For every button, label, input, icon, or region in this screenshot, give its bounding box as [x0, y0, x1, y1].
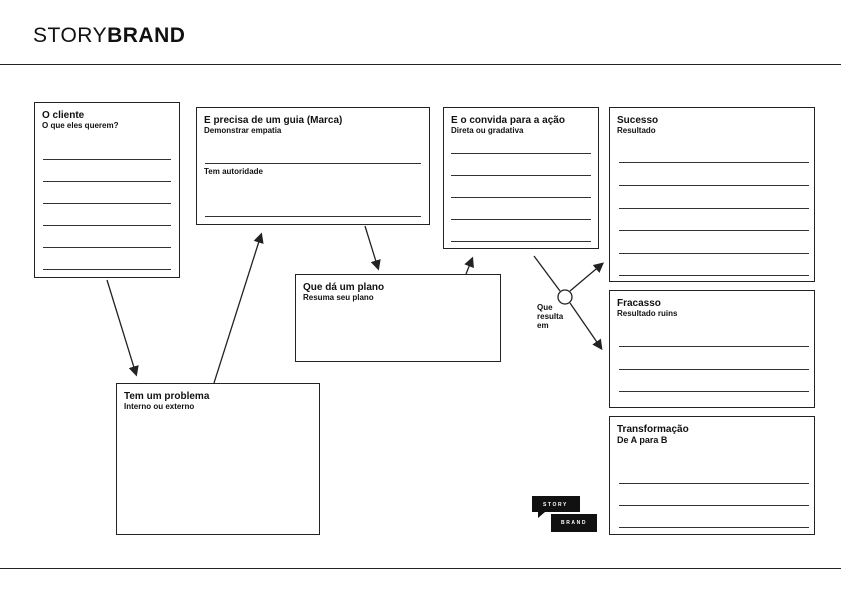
box-fracasso-title: Fracasso — [617, 298, 661, 309]
write-line — [451, 197, 591, 198]
logo-brand-text: BRAND — [107, 24, 186, 47]
box-guia-subtitle: Demonstrar empatia — [204, 126, 282, 135]
box-plano: Que dá um plano Resuma seu plano — [295, 274, 501, 362]
write-line — [619, 483, 809, 484]
write-line — [43, 247, 171, 248]
connector-node — [557, 289, 573, 305]
write-line — [619, 527, 809, 528]
write-line — [451, 175, 591, 176]
arrow-node-to-sucesso — [569, 262, 604, 292]
write-line — [451, 219, 591, 220]
box-transformacao: Transformação De A para B — [609, 416, 815, 535]
write-line — [619, 230, 809, 231]
box-sucesso: Sucesso Resultado — [609, 107, 815, 282]
arrow-acao-to-node — [533, 255, 561, 292]
box-problema-title: Tem um problema — [124, 391, 210, 402]
box-guia: E precisa de um guia (Marca) Demonstrar … — [196, 107, 430, 225]
write-line — [619, 162, 809, 163]
connector-line1: Que — [537, 303, 553, 312]
arrow-node-to-fracasso — [569, 302, 603, 351]
box-cliente-subtitle: O que eles querem? — [42, 121, 119, 130]
badge-story-text: STORY — [543, 502, 568, 508]
write-line — [205, 163, 421, 164]
box-acao-subtitle: Direta ou gradativa — [451, 126, 524, 135]
write-line — [619, 391, 809, 392]
logo-story-text: STORY — [33, 24, 108, 47]
write-line — [43, 225, 171, 226]
box-transformacao-subtitle: De A para B — [617, 435, 668, 445]
footer-rule — [0, 568, 841, 569]
write-line — [619, 253, 809, 254]
connector-line3: em — [537, 321, 549, 330]
arrow-cliente-to-problema — [106, 279, 139, 377]
box-problema: Tem um problema Interno ou externo — [116, 383, 320, 535]
write-line — [619, 346, 809, 347]
write-line — [619, 275, 809, 276]
write-line — [43, 181, 171, 182]
box-sucesso-subtitle: Resultado — [617, 126, 656, 135]
write-line — [205, 216, 421, 217]
write-line — [43, 159, 171, 160]
box-acao: E o convida para a ação Direta ou gradat… — [443, 107, 599, 249]
write-line — [451, 241, 591, 242]
box-plano-title: Que dá um plano — [303, 282, 385, 293]
connector-line2: resulta — [537, 312, 564, 321]
header-rule — [0, 64, 841, 65]
box-cliente-title: O cliente — [42, 110, 85, 121]
badge-brand-text: BRAND — [561, 520, 588, 526]
write-line — [619, 208, 809, 209]
box-guia-title: E precisa de um guia (Marca) — [204, 115, 343, 126]
write-line — [619, 369, 809, 370]
box-fracasso: Fracasso Resultado ruins — [609, 290, 815, 408]
box-problema-subtitle: Interno ou externo — [124, 402, 195, 411]
storybrand-logo: STORYBRAND — [33, 24, 185, 48]
arrow-problema-to-guia — [213, 232, 264, 384]
connector-label: Que resulta em — [537, 303, 563, 330]
write-line — [43, 269, 171, 270]
write-line — [619, 185, 809, 186]
write-line — [43, 203, 171, 204]
arrow-guia-to-plano — [364, 225, 381, 271]
box-acao-title: E o convida para a ação — [451, 115, 565, 126]
box-plano-subtitle: Resuma seu plano — [303, 293, 374, 302]
write-line — [619, 505, 809, 506]
arrow-plano-to-acao — [464, 256, 474, 275]
box-fracasso-subtitle: Resultado ruins — [617, 309, 678, 318]
box-guia-subtitle2: Tem autoridade — [204, 167, 263, 176]
box-transformacao-title: Transformação — [617, 424, 689, 435]
box-cliente: O cliente O que eles querem? — [34, 102, 180, 278]
write-line — [451, 153, 591, 154]
box-sucesso-title: Sucesso — [617, 115, 659, 126]
